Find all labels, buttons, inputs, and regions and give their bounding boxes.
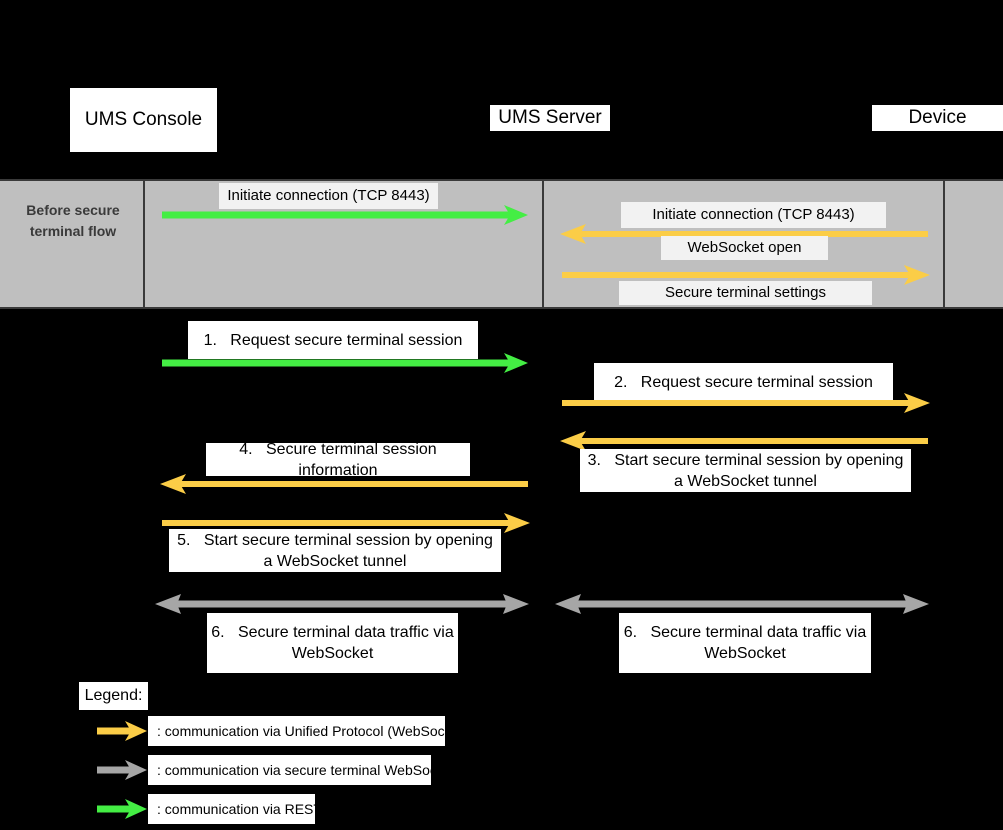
- band-message-label-initiate-connection-console: Initiate connection (TCP 8443): [219, 183, 438, 209]
- legend-arrow-secure-ws-icon: [95, 760, 147, 785]
- band-arrow-unified-left-1: [560, 224, 930, 244]
- band-divider-2: [542, 179, 544, 309]
- step-6b-label: 6. Secure terminal data traffic via WebS…: [619, 613, 871, 673]
- phase-band-label: Before secure terminal flow: [26, 202, 120, 239]
- step-6a-label: 6. Secure terminal data traffic via WebS…: [207, 613, 458, 673]
- legend-row-unified-protocol: : communication via Unified Protocol (We…: [0, 716, 1003, 746]
- step-5-arrow-unified-right: [160, 513, 530, 533]
- band-arrow-unified-right-1: [560, 265, 930, 285]
- step-2-arrow-unified-right: [560, 393, 930, 413]
- step-1-label: 1. Request secure terminal session: [188, 321, 478, 359]
- step-2-label: 2. Request secure terminal session: [594, 363, 893, 401]
- step-6a-arrow-secure-ws-bidirectional: [155, 593, 529, 615]
- legend-label-unified-protocol: : communication via Unified Protocol (We…: [148, 716, 468, 746]
- step-4-label: 4. Secure terminal session information: [206, 441, 470, 479]
- actor-ums-server: UMS Server: [490, 105, 610, 131]
- band-message-label-initiate-connection-device: Initiate connection (TCP 8443): [621, 202, 886, 228]
- band-divider-3: [943, 179, 945, 309]
- step-4-arrow-unified-left: [160, 474, 530, 494]
- legend-label-rest: : communication via REST: [148, 794, 322, 824]
- step-3-arrow-unified-left: [560, 431, 930, 451]
- band-arrow-rest-right: [160, 204, 528, 226]
- step-6b-arrow-secure-ws-bidirectional: [555, 593, 929, 615]
- phase-band: [0, 179, 1003, 309]
- step-3-label: 3. Start secure terminal session by open…: [580, 449, 911, 492]
- band-message-label-websocket-open: WebSocket open: [661, 236, 828, 260]
- actor-ums-console: UMS Console: [70, 88, 217, 152]
- actor-device: Device: [872, 105, 1003, 131]
- legend-arrow-rest-icon: [95, 799, 147, 824]
- band-divider-1: [143, 179, 145, 309]
- step-1-arrow-rest-right: [160, 352, 528, 374]
- legend-arrow-unified-icon: [95, 721, 147, 746]
- legend-label-secure-ws: : communication via secure terminal WebS…: [148, 755, 456, 785]
- legend-row-rest: : communication via REST: [0, 794, 1003, 824]
- band-message-label-secure-terminal-settings: Secure terminal settings: [619, 281, 872, 305]
- legend-title: Legend:: [79, 682, 148, 710]
- legend-row-secure-ws: : communication via secure terminal WebS…: [0, 755, 1003, 785]
- step-5-label: 5. Start secure terminal session by open…: [169, 529, 501, 572]
